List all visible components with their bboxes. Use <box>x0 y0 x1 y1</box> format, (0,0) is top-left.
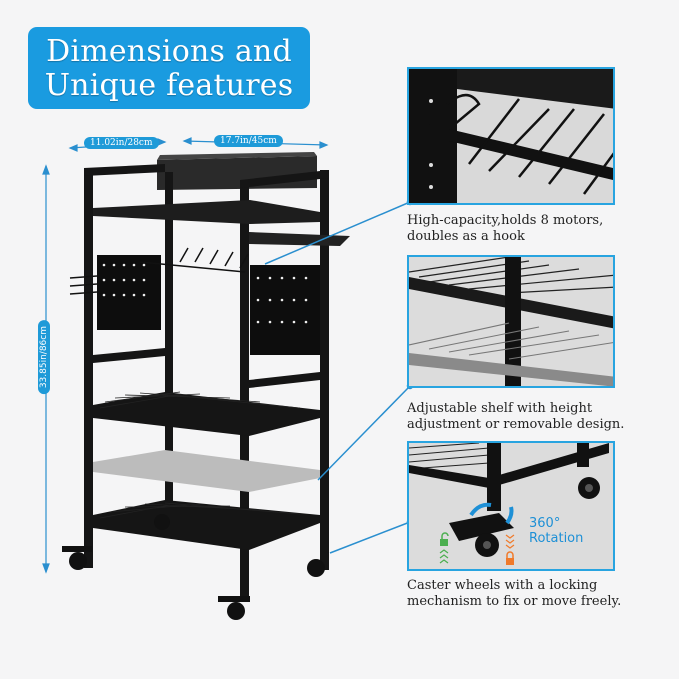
hook-rack-icon <box>409 69 613 203</box>
depth-dimension-label: 11.02in/28cm <box>84 137 159 149</box>
caption-line: adjustment or removable design. <box>407 417 625 432</box>
feature-photo-shelf <box>407 255 615 388</box>
title-line-1: Dimensions and <box>46 34 292 69</box>
title-line-2: Unique features <box>44 68 294 103</box>
lock-icon <box>506 551 514 565</box>
feature-caption-casters: Caster wheels with a locking mechanism t… <box>407 578 621 610</box>
caption-line: doubles as a hook <box>407 229 525 244</box>
rotation-text: Rotation <box>529 531 584 546</box>
caption-line: Adjustable shelf with height <box>407 401 593 416</box>
feature-photo-hooks <box>407 67 615 205</box>
feature-photo-casters: 360° Rotation <box>407 441 615 571</box>
height-dimension-label: 33.85in/86cm <box>38 320 50 395</box>
rotation-degrees: 360° <box>529 516 561 531</box>
caption-line: Caster wheels with a locking <box>407 578 598 593</box>
width-dimension-label: 17.7in/45cm <box>214 135 283 147</box>
caster-wheel-icon <box>409 443 613 569</box>
feature-caption-shelf: Adjustable shelf with height adjustment … <box>407 401 624 433</box>
rotation-label: 360° Rotation <box>529 516 583 546</box>
caption-line: High-capacity,holds 8 motors, <box>407 213 604 228</box>
caption-line: mechanism to fix or move freely. <box>407 594 622 609</box>
title-banner: Dimensions and Unique features <box>28 27 310 109</box>
unlock-icon <box>440 532 449 546</box>
feature-caption-hooks: High-capacity,holds 8 motors, doubles as… <box>407 213 603 245</box>
wire-shelf-icon <box>409 257 613 386</box>
